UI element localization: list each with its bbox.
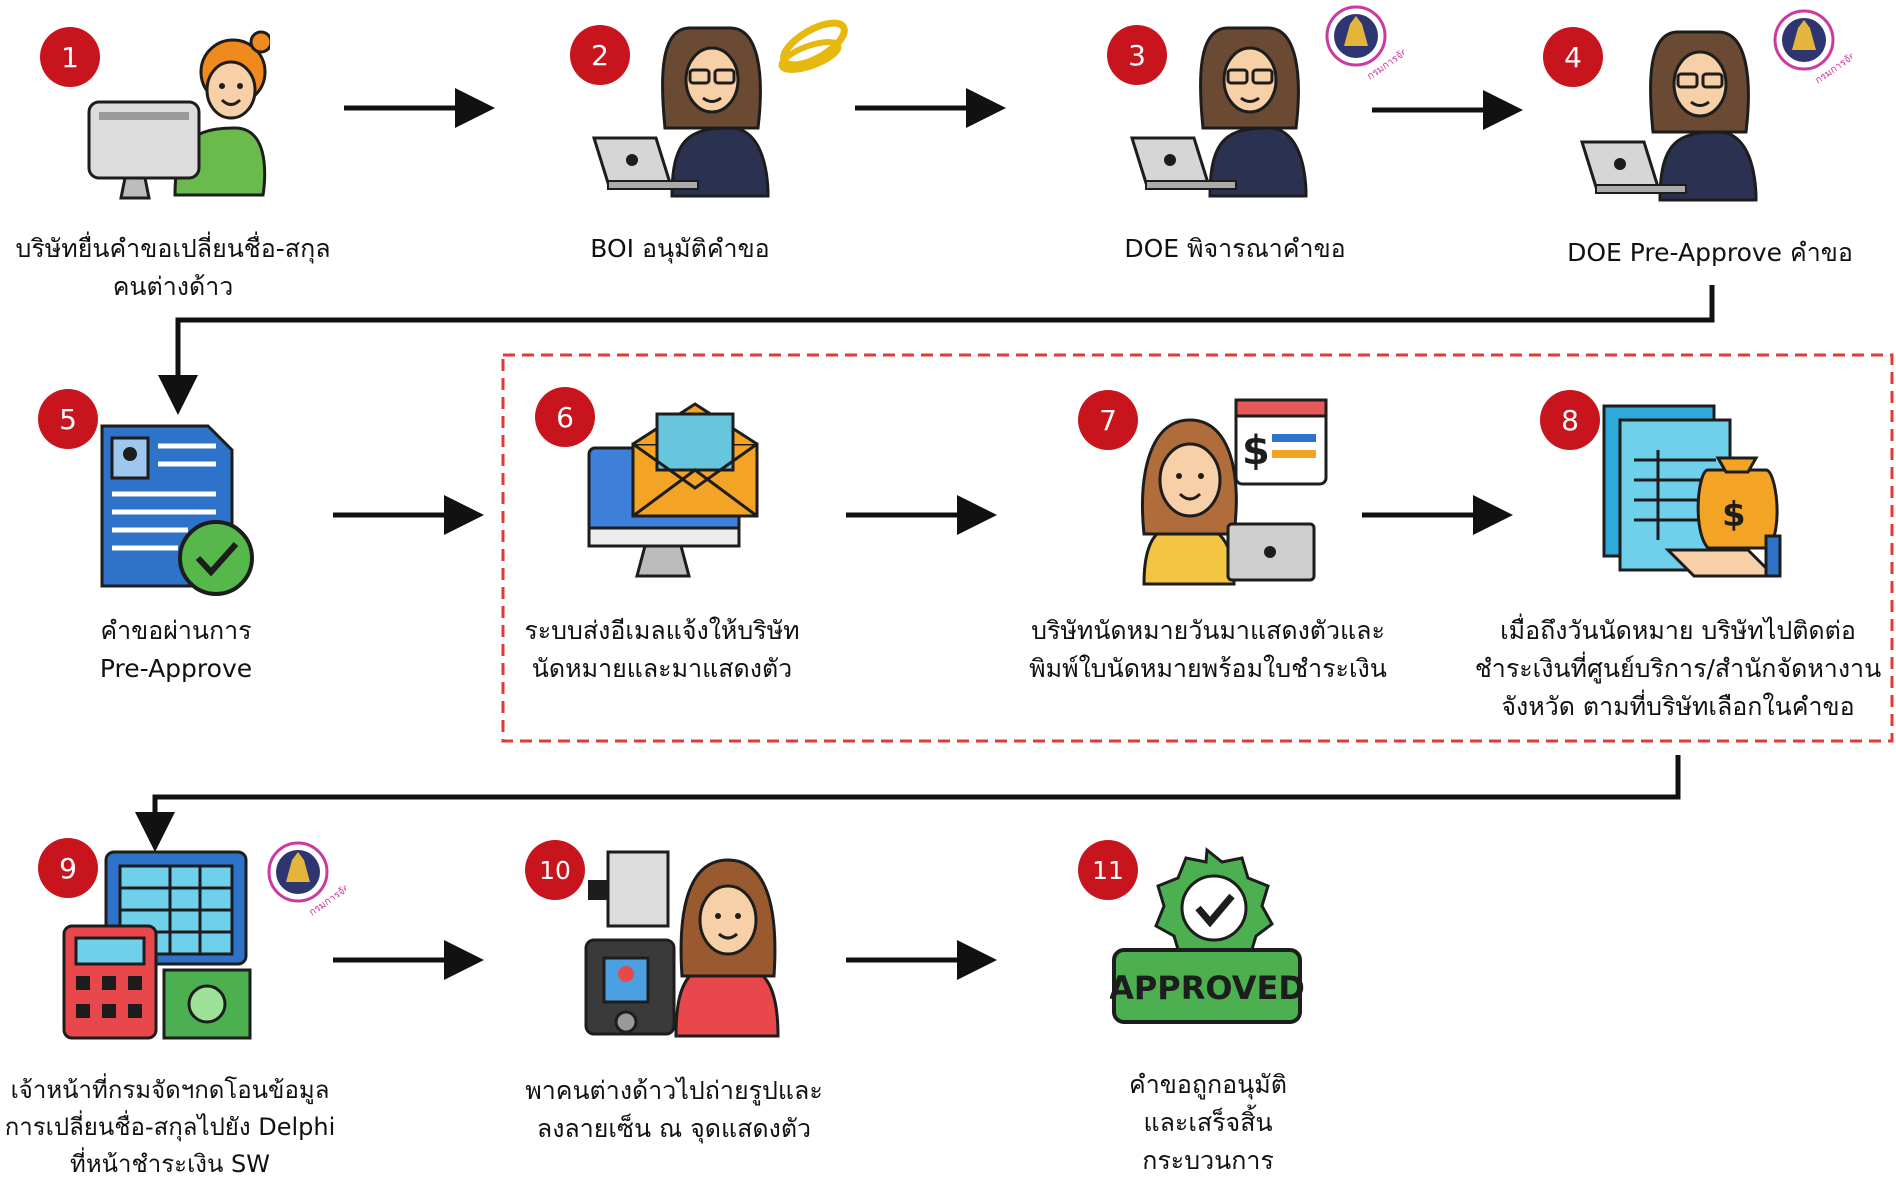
doe-seal-icon: กรมการจัดหางาน: [1773, 9, 1852, 86]
step-4-label: DOE Pre-Approve คำขอ: [1567, 238, 1853, 267]
step-5-badge: 5: [38, 389, 98, 449]
approved-stamp-text: APPROVED: [1110, 969, 1305, 1007]
step-6-badge: 6: [535, 387, 595, 447]
connector-4-5: [158, 285, 1715, 415]
step-10-badge: 10: [525, 840, 585, 900]
connector-8-9: [135, 755, 1681, 852]
step-7-badge: 7: [1078, 390, 1138, 450]
documents-moneybag-icon: $: [1602, 404, 1782, 578]
step-4-badge: 4: [1543, 27, 1603, 87]
doe-seal-icon: กรมการจัดหางาน: [267, 841, 346, 918]
step-6-label: ระบบส่งอีเมลแจ้งให้บริษัทนัดหมายและมาแสด…: [524, 616, 800, 683]
step-2-badge: 2: [570, 25, 630, 85]
approved-document-icon: [100, 424, 254, 596]
dashed-group-box: [501, 353, 1894, 743]
woman-invoice-icon: $: [1141, 398, 1328, 586]
step-2-label: BOI อนุมัติคำขอ: [590, 234, 770, 263]
step-1-label: บริษัทยื่นคำขอเปลี่ยนชื่อ-สกุลคนต่างด้าว: [15, 234, 331, 301]
boi-logo-icon: [778, 19, 848, 73]
step-3-badge: 3: [1107, 25, 1167, 85]
email-monitor-icon: [587, 402, 759, 578]
step-8-label: เมื่อถึงวันนัดหมาย บริษัทไปติดต่อชำระเงิ…: [1474, 616, 1882, 721]
step-11-label: คำขอถูกอนุมัติและเสร็จสิ้นกระบวนการ: [1129, 1070, 1287, 1175]
officer-laptop-icon: [591, 26, 770, 198]
step-11-badge: 11: [1078, 840, 1138, 900]
svg-text:$: $: [1242, 428, 1270, 474]
approved-stamp-icon: APPROVED: [1110, 847, 1305, 1024]
person-computer-icon: [87, 30, 270, 200]
step-10-label: พาคนต่างด้าวไปถ่ายรูปและลงลายเซ็น ณ จุดแ…: [525, 1076, 823, 1143]
officer-laptop-icon: [1579, 30, 1758, 202]
officer-laptop-icon: [1129, 26, 1308, 198]
step-7-label: บริษัทนัดหมายวันมาแสดงตัวและพิมพ์ใบนัดหม…: [1029, 616, 1387, 683]
step-1-badge: 1: [40, 27, 100, 87]
step-8-badge: 8: [1540, 390, 1600, 450]
doe-seal-icon: กรมการจัดหางาน: [1325, 5, 1404, 82]
photo-booth-icon: [584, 850, 780, 1038]
step-3-label: DOE พิจารณาคำขอ: [1124, 234, 1346, 263]
calculator-spreadsheet-icon: [62, 850, 252, 1040]
step-9-label: เจ้าหน้าที่กรมจัดฯกดโอนข้อมูลการเปลี่ยนช…: [4, 1076, 336, 1178]
svg-text:$: $: [1722, 495, 1746, 535]
step-9-badge: 9: [38, 838, 98, 898]
